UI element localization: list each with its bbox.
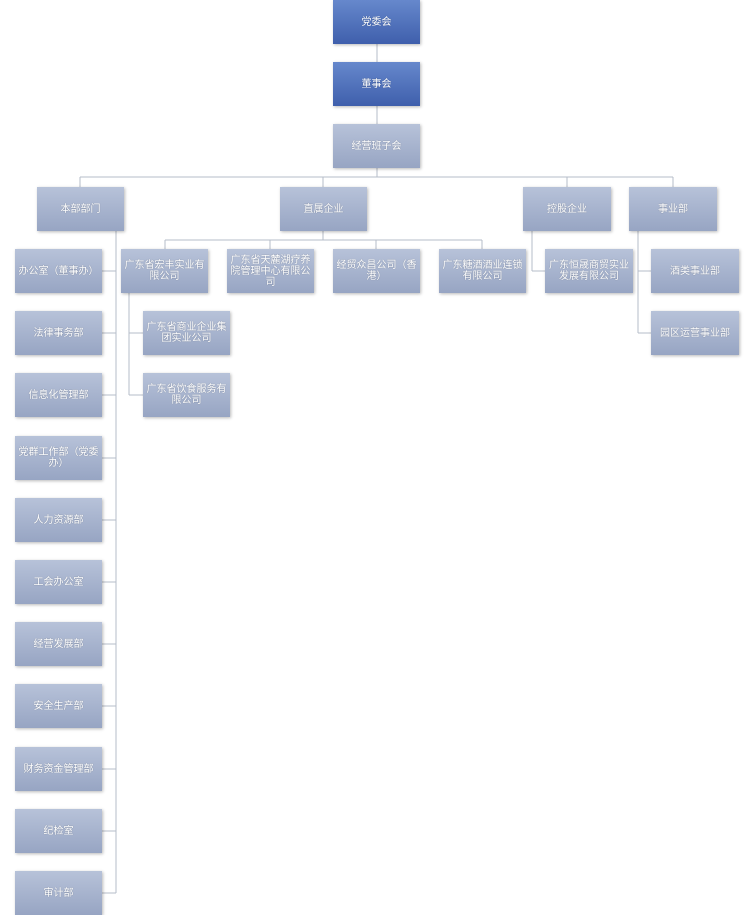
node-label: 广东省宏丰实业有限公司 [124, 260, 205, 282]
node-management[interactable]: 经营班子会 [333, 124, 420, 168]
node-party-committee[interactable]: 党委会 [333, 0, 420, 44]
node-direct-catering[interactable]: 广东省饮食服务有限公司 [143, 373, 230, 417]
node-division-park-ops[interactable]: 园区运营事业部 [651, 311, 739, 355]
node-label: 园区运营事业部 [660, 327, 730, 339]
node-label: 酒类事业部 [670, 265, 720, 277]
node-direct-hongfeng[interactable]: 广东省宏丰实业有限公司 [121, 249, 208, 293]
node-label: 财务资金管理部 [23, 763, 94, 775]
node-holding-enterprises[interactable]: 控股企业 [523, 187, 611, 231]
node-direct-zhongchang-hk[interactable]: 经贸众昌公司（香港） [333, 249, 420, 293]
node-direct-enterprises[interactable]: 直属企业 [280, 187, 367, 231]
node-label: 人力资源部 [33, 514, 84, 526]
node-label: 广东省商业企业集团实业公司 [146, 322, 227, 344]
node-label: 直属企业 [303, 203, 344, 215]
node-label: 党委会 [361, 16, 392, 28]
node-label: 广东恒晟商贸实业发展有限公司 [549, 260, 629, 282]
node-label: 董事会 [361, 78, 392, 90]
node-hq-departments[interactable]: 本部部门 [37, 187, 124, 231]
node-hq-hr[interactable]: 人力资源部 [15, 498, 102, 542]
node-label: 工会办公室 [33, 576, 84, 588]
node-label: 审计部 [43, 887, 74, 899]
node-label: 事业部 [658, 203, 688, 215]
node-label: 经营班子会 [351, 140, 402, 152]
node-direct-sugar-wine[interactable]: 广东糖酒酒业连锁有限公司 [439, 249, 526, 293]
node-division-liquor[interactable]: 酒类事业部 [651, 249, 739, 293]
node-label: 本部部门 [60, 203, 101, 215]
node-board[interactable]: 董事会 [333, 62, 420, 106]
node-label: 安全生产部 [33, 700, 84, 712]
node-label: 纪检室 [43, 825, 74, 837]
node-direct-tianlu-lake[interactable]: 广东省天麓湖疗养院管理中心有限公司 [227, 249, 314, 293]
node-direct-commerce-group[interactable]: 广东省商业企业集团实业公司 [143, 311, 230, 355]
node-label: 广东省天麓湖疗养院管理中心有限公司 [230, 254, 311, 288]
node-business-divisions[interactable]: 事业部 [629, 187, 717, 231]
node-label: 控股企业 [547, 203, 587, 215]
node-hq-discipline[interactable]: 纪检室 [15, 809, 102, 853]
node-hq-party-work[interactable]: 党群工作部（党委办） [15, 436, 102, 480]
node-hq-safety[interactable]: 安全生产部 [15, 684, 102, 728]
node-hq-business-dev[interactable]: 经营发展部 [15, 622, 102, 666]
node-hq-legal[interactable]: 法律事务部 [15, 311, 102, 355]
node-hq-union[interactable]: 工会办公室 [15, 560, 102, 604]
node-hq-office[interactable]: 办公室（董事办） [15, 249, 102, 293]
node-label: 广东省饮食服务有限公司 [146, 384, 227, 406]
node-hq-finance[interactable]: 财务资金管理部 [15, 747, 102, 791]
node-label: 党群工作部（党委办） [18, 447, 99, 469]
node-label: 办公室（董事办） [18, 265, 99, 277]
node-label: 广东糖酒酒业连锁有限公司 [442, 260, 523, 282]
node-label: 法律事务部 [33, 327, 84, 339]
node-label: 经营发展部 [33, 638, 84, 650]
node-hq-it[interactable]: 信息化管理部 [15, 373, 102, 417]
node-label: 经贸众昌公司（香港） [336, 260, 417, 282]
node-hq-audit[interactable]: 审计部 [15, 871, 102, 915]
node-label: 信息化管理部 [28, 389, 89, 401]
node-holding-hengsheng[interactable]: 广东恒晟商贸实业发展有限公司 [545, 249, 633, 293]
